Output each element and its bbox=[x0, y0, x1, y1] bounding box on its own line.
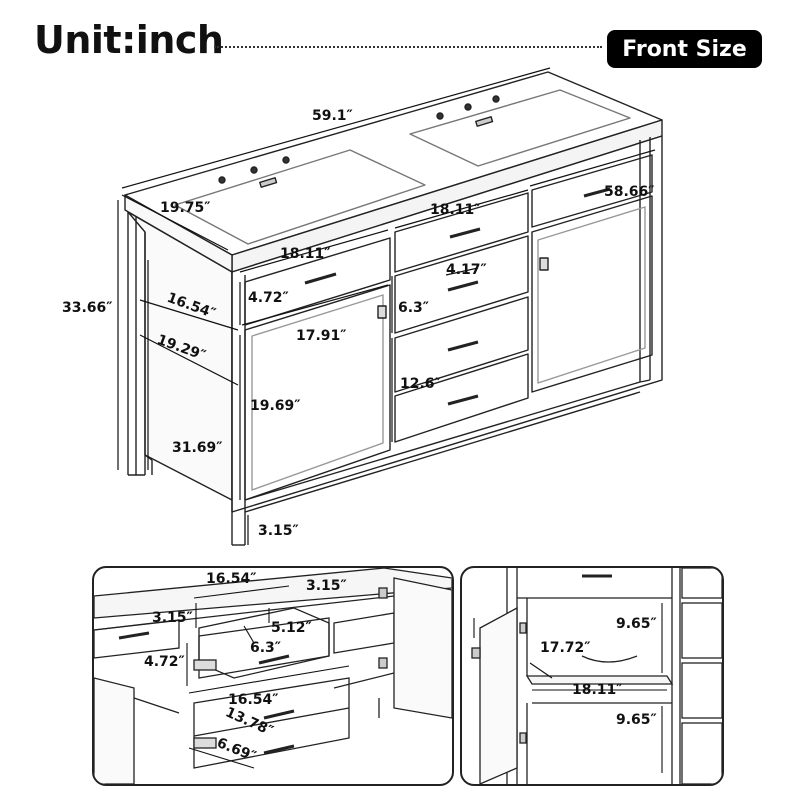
dim-drawer-top-left-width: 18.11″ bbox=[280, 246, 331, 262]
inset-left-dim-top-width: 16.54″ bbox=[206, 571, 257, 587]
door-right bbox=[531, 195, 653, 393]
dim-body-height: 31.69″ bbox=[172, 440, 223, 456]
inset-left-dim-inner-height: 6.3″ bbox=[250, 640, 282, 656]
unit-title: Unit:inch bbox=[34, 18, 224, 62]
dim-drawer-top-mid-width: 18.11″ bbox=[430, 202, 481, 218]
inset-right-detail: 9.65″ 17.72″ 18.11″ 9.65″ bbox=[460, 566, 724, 786]
dim-small-drawer-height: 6.3″ bbox=[398, 300, 430, 316]
dotted-leader-line bbox=[214, 46, 602, 48]
inset-right-dim-shelf-top-height: 9.65″ bbox=[616, 616, 657, 632]
drawer-mid-small bbox=[394, 235, 529, 334]
inset-left-dim-inner-width: 5.12″ bbox=[271, 620, 312, 636]
inset-left-dim-top-gap: 3.15″ bbox=[306, 578, 347, 594]
door-left bbox=[244, 284, 391, 501]
inset-left-dim-left-gap: 3.15″ bbox=[152, 610, 193, 626]
inset-left-dim-lower-width: 16.54″ bbox=[228, 692, 279, 708]
drawer-mid-2 bbox=[394, 353, 529, 443]
inset-right-dim-shelf-width: 18.11″ bbox=[572, 682, 623, 698]
drawer-mid-1 bbox=[394, 296, 529, 393]
drawer-top-mid bbox=[394, 192, 529, 273]
sink-right bbox=[409, 89, 631, 167]
front-size-badge: Front Size bbox=[607, 30, 762, 68]
dim-door-width: 17.91″ bbox=[296, 328, 347, 344]
inset-right-dim-shelf-depth: 17.72″ bbox=[540, 640, 591, 656]
dim-right-width: 58.66″ bbox=[604, 184, 655, 200]
dim-drawers-height: 12.6″ bbox=[400, 376, 441, 392]
dim-depth: 19.75″ bbox=[160, 200, 211, 216]
dim-total-width: 59.1″ bbox=[312, 108, 353, 124]
vanity-main-drawing bbox=[117, 67, 663, 546]
inset-left-detail: 16.54″ 3.15″ 3.15″ 5.12″ 6.3″ 4.72″ 16.5… bbox=[92, 566, 454, 786]
inset-right-drawing bbox=[471, 568, 722, 784]
dim-height: 33.66″ bbox=[62, 300, 113, 316]
dim-door-height: 19.69″ bbox=[250, 398, 301, 414]
inset-right-dim-shelf-bottom-height: 9.65″ bbox=[616, 712, 657, 728]
drawer-top-right bbox=[531, 154, 653, 228]
inset-left-drawing bbox=[94, 568, 452, 784]
inset-left-dim-side-height: 4.72″ bbox=[144, 654, 185, 670]
sink-left bbox=[174, 149, 426, 245]
dim-small-drawer-width: 4.17″ bbox=[446, 262, 487, 278]
dim-drawer-height: 4.72″ bbox=[248, 290, 289, 306]
drawer-top-left bbox=[244, 237, 391, 326]
dim-leg-height: 3.15″ bbox=[258, 523, 299, 539]
